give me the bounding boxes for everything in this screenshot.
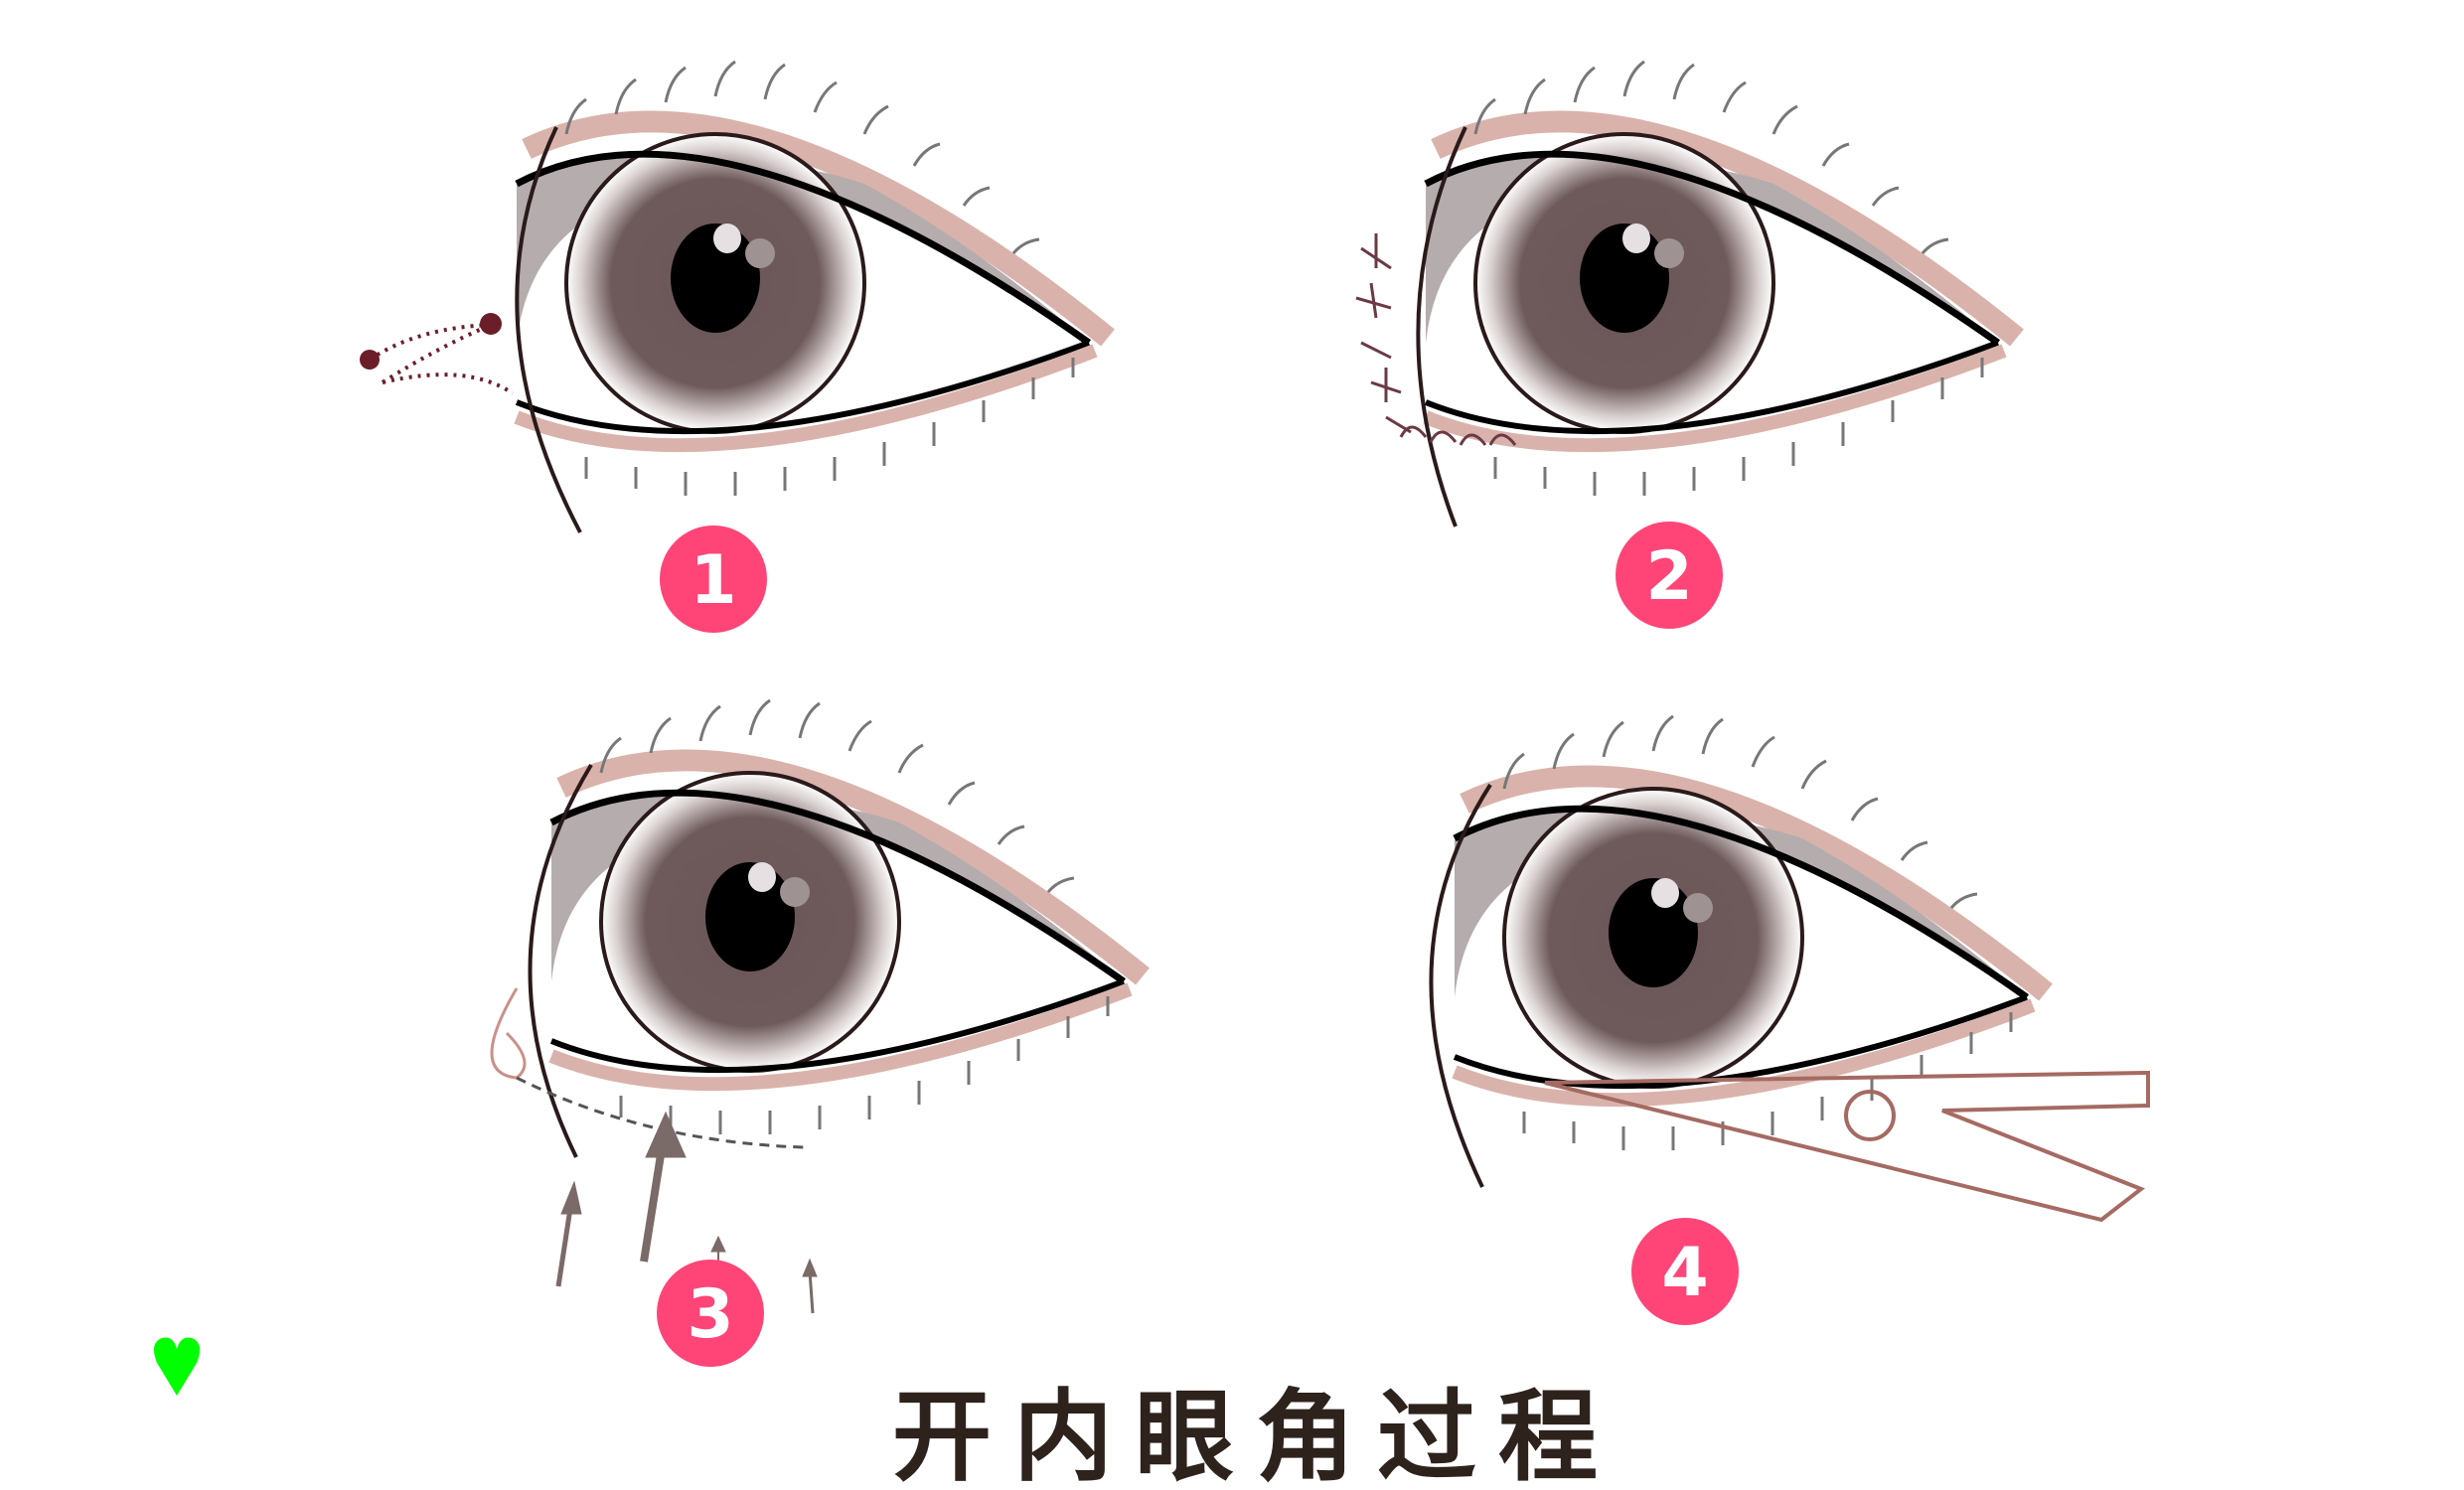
eye-step-3 <box>490 700 1143 1314</box>
dashed-incision-line <box>516 1076 806 1149</box>
face-contour-line <box>515 126 582 533</box>
eye-step-2 <box>1355 62 2017 527</box>
heart-icon <box>153 1337 201 1396</box>
step-badge-4: 4 <box>1631 1218 1739 1325</box>
step-badge-2: 2 <box>1616 522 1723 629</box>
marker-dot <box>480 313 502 335</box>
step-number: 1 <box>690 541 736 620</box>
face-contour-line <box>1416 126 1467 527</box>
arrow-icon <box>560 1180 582 1215</box>
incision-markers <box>368 323 515 395</box>
step-number: 3 <box>687 1275 733 1354</box>
skin-flap <box>490 987 527 1080</box>
step-badge-3: 3 <box>657 1260 764 1367</box>
face-contour-line <box>528 763 593 1158</box>
arrow-icon <box>645 1111 687 1158</box>
page-title: 开内眼角过程 <box>892 1379 1619 1490</box>
arrow-icon <box>710 1235 726 1253</box>
step-badge-1: 1 <box>660 525 767 633</box>
direction-arrows <box>555 1111 818 1314</box>
eye-step-4 <box>1429 716 2150 1223</box>
suture-stitches <box>1355 233 1517 446</box>
step-number: 2 <box>1645 537 1692 616</box>
eye-step-1 <box>360 62 1108 533</box>
face-contour-line <box>1429 783 1492 1188</box>
step-number: 4 <box>1661 1234 1708 1312</box>
scissors-icon <box>1544 1070 2150 1223</box>
arrow-icon <box>802 1258 818 1277</box>
marker-dot <box>360 350 380 370</box>
